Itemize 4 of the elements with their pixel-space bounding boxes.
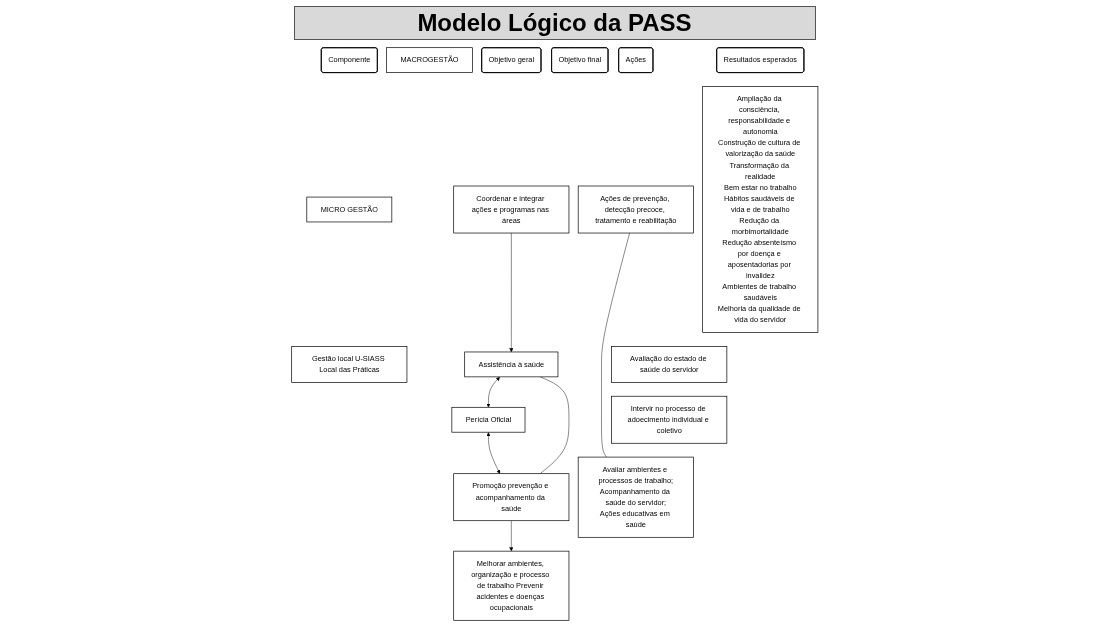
diagram-title: Modelo Lógico da PASS [293, 6, 816, 40]
connector-line [600, 232, 630, 458]
arrow [486, 432, 500, 474]
connector-line [539, 376, 569, 474]
